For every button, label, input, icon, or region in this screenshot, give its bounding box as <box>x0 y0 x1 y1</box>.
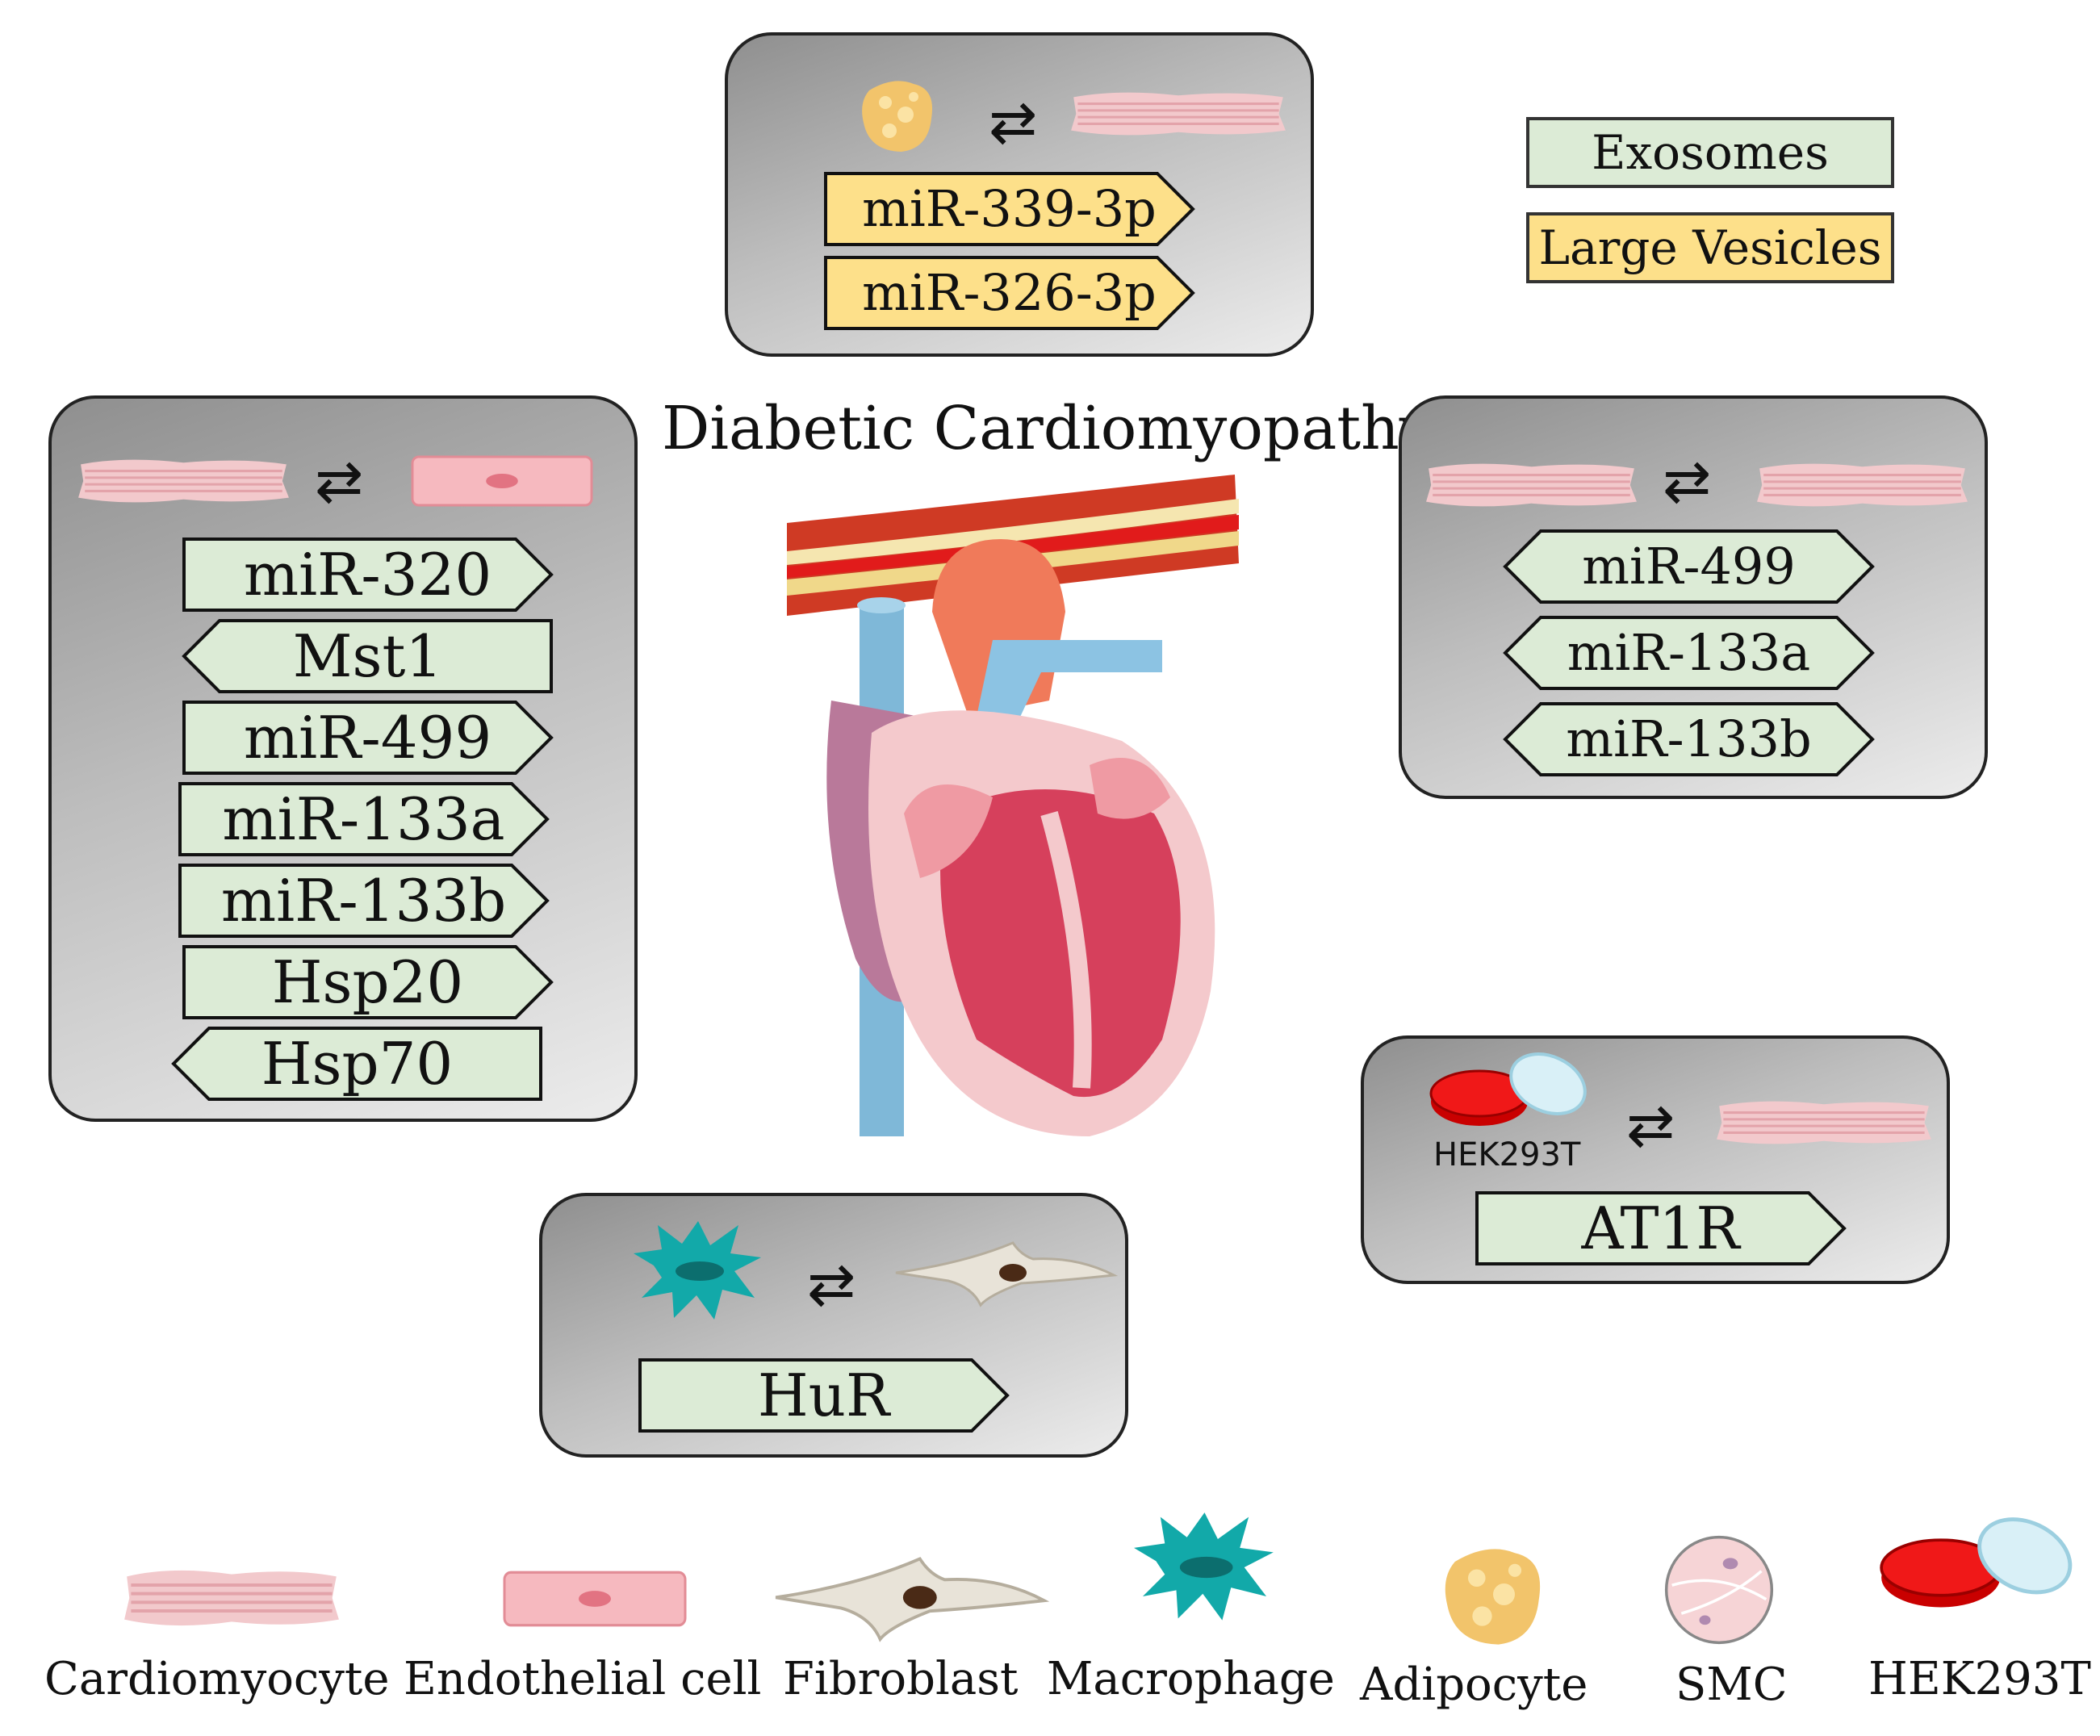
cargo-tag: miR-133a <box>1503 616 1875 690</box>
cargo-tag-shape <box>1503 702 1875 776</box>
cargo-tag-label: miR-133b <box>220 867 507 935</box>
cargo-tag-label: miR-133a <box>1567 623 1811 682</box>
cargo-tag-label: AT1R <box>1581 1194 1740 1262</box>
cell-legend-label: Adipocyte <box>1360 1659 1588 1711</box>
cargo-tag: miR-499 <box>182 701 554 775</box>
cargo-tag: AT1R <box>1475 1191 1847 1265</box>
macrophage-legend-icon <box>1134 1509 1275 1626</box>
cargo-tag: miR-133a <box>178 782 550 856</box>
endothelial-legend-icon <box>502 1570 688 1628</box>
exchange-arrow-left: ⇄ <box>315 447 364 515</box>
cargo-tag-label: miR-499 <box>243 704 492 772</box>
cargo-tag-shape <box>182 619 553 693</box>
cargo-tag-label: Mst1 <box>292 622 443 690</box>
cargo-tag: miR-499 <box>1503 529 1875 604</box>
smc-legend-icon <box>1663 1533 1776 1646</box>
endothelial-cell-icon <box>410 454 594 508</box>
cell-legend-label: SMC <box>1675 1659 1788 1711</box>
cargo-tag-outline <box>178 782 550 856</box>
cargo-tag-shape <box>1475 1191 1847 1265</box>
cargo-tag: Hsp70 <box>171 1027 542 1101</box>
fibroblast-legend-icon <box>771 1554 1050 1642</box>
cargo-tag-outline <box>171 1027 542 1101</box>
cargo-tag: HuR <box>638 1358 1010 1433</box>
cargo-tag: Mst1 <box>182 619 553 693</box>
exchange-arrow-hek: ⇄ <box>1626 1091 1675 1159</box>
cargo-tag-shape <box>182 538 554 612</box>
cargo-tag-label: miR-326-3p <box>862 263 1157 322</box>
cell-legend-label: Fibroblast <box>783 1653 1019 1705</box>
heart-illustration <box>783 475 1251 1136</box>
exchange-arrow-right: ⇄ <box>1663 447 1712 515</box>
adipocyte-icon <box>857 74 938 155</box>
cargo-tag-shape <box>824 256 1195 330</box>
cargo-tag-label: miR-133b <box>1566 709 1812 768</box>
cargo-tag-outline <box>178 864 550 938</box>
cargo-tag-shape <box>638 1358 1010 1433</box>
macrophage-icon <box>634 1221 763 1322</box>
cargo-tag: miR-133b <box>1503 702 1875 776</box>
cell-legend-label: HEK293T <box>1868 1653 2091 1705</box>
hek293t-label: HEK293T <box>1433 1136 1581 1173</box>
cargo-tag-outline <box>638 1358 1010 1433</box>
cargo-tag-outline <box>182 701 554 775</box>
adipocyte-legend-icon <box>1433 1540 1554 1649</box>
cargo-tag-shape <box>171 1027 542 1101</box>
cargo-tag: miR-326-3p <box>824 256 1195 330</box>
cardiomyocyte-icon <box>77 456 291 506</box>
cargo-tag: miR-339-3p <box>824 172 1195 246</box>
cargo-tag-shape <box>1503 529 1875 604</box>
cargo-tag-shape <box>178 782 550 856</box>
cargo-tag-shape <box>178 864 550 938</box>
legend-exosomes: Exosomes <box>1526 117 1894 188</box>
cargo-tag: miR-133b <box>178 864 550 938</box>
cell-legend-label: Macrophage <box>1047 1653 1335 1705</box>
legend-large-vesicles-label: Large Vesicles <box>1538 220 1882 275</box>
cargo-tag-shape <box>182 945 554 1019</box>
cargo-tag: Hsp20 <box>182 945 554 1019</box>
legend-large-vesicles: Large Vesicles <box>1526 212 1894 283</box>
cardiomyocyte-icon <box>1069 89 1287 139</box>
cargo-tag-label: HuR <box>757 1362 890 1429</box>
cargo-tag-shape <box>1503 616 1875 690</box>
cardiomyocyte-legend-icon <box>123 1566 341 1630</box>
hek293t-legend-icon <box>1876 1509 2074 1622</box>
cargo-tag-label: Hsp20 <box>271 948 464 1016</box>
diagram-title: Diabetic Cardiomyopathy <box>662 394 1433 463</box>
cardiomyocyte-icon <box>1755 460 1969 510</box>
cardiomyocyte-icon <box>1424 460 1638 510</box>
fibroblast-icon <box>892 1239 1119 1307</box>
cargo-tag-outline <box>182 945 554 1019</box>
cargo-tag-outline <box>824 172 1195 246</box>
hek293t-icon <box>1427 1052 1588 1132</box>
cell-legend-label: Endothelial cell <box>404 1653 762 1705</box>
cargo-tag-label: miR-320 <box>243 541 492 609</box>
cardiomyocyte-icon <box>1715 1098 1933 1148</box>
cargo-tag-outline <box>182 619 553 693</box>
cargo-tag-outline <box>1503 616 1875 690</box>
cargo-tag-label: miR-339-3p <box>862 179 1157 238</box>
exchange-arrow-bottom: ⇄ <box>807 1250 856 1318</box>
cell-legend-label: Cardiomyocyte <box>44 1653 390 1705</box>
cargo-tag-label: miR-499 <box>1582 537 1796 596</box>
cargo-tag-outline <box>1475 1191 1847 1265</box>
cargo-tag-outline <box>182 538 554 612</box>
cargo-tag-outline <box>1503 529 1875 604</box>
cargo-tag-label: miR-133a <box>222 785 505 853</box>
cargo-tag-shape <box>182 701 554 775</box>
cargo-tag: miR-320 <box>182 538 554 612</box>
cargo-tag-outline <box>824 256 1195 330</box>
cargo-tag-shape <box>824 172 1195 246</box>
exchange-arrow-top: ⇄ <box>989 88 1038 156</box>
cargo-tag-outline <box>1503 702 1875 776</box>
legend-exosomes-label: Exosomes <box>1592 125 1829 180</box>
cargo-tag-label: Hsp70 <box>261 1030 454 1098</box>
